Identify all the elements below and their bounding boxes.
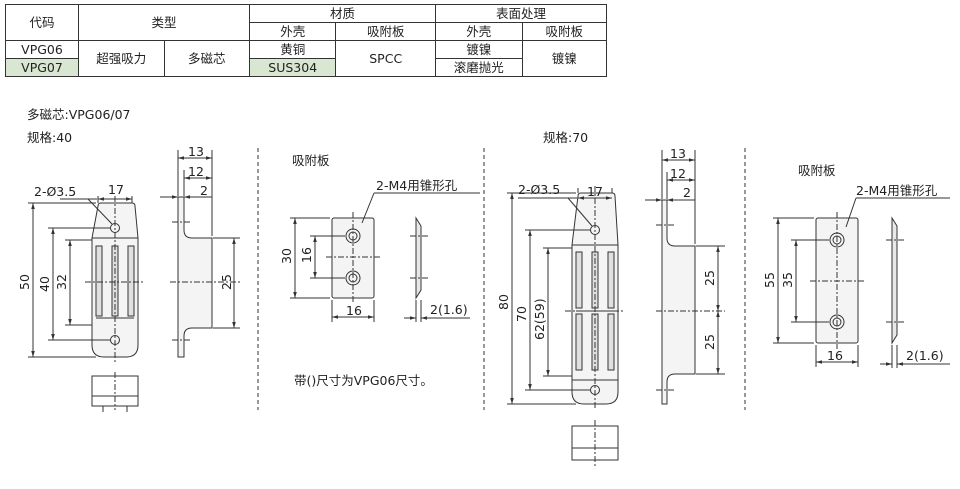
spec40-front-view [28, 196, 145, 412]
dim-r-2: 2 [683, 185, 691, 200]
dim-r-17: 17 [587, 184, 603, 199]
header-code: 代码 [5, 4, 79, 41]
type-multicore: 多磁芯 [163, 40, 250, 77]
plate2-label: 吸附板 [798, 163, 836, 178]
dim-r-13: 13 [670, 146, 686, 161]
plate2-front-view [773, 197, 950, 367]
spec70-side-view [645, 150, 725, 405]
spec40-side-view [160, 150, 240, 358]
dim-p1-16: 16 [299, 247, 314, 263]
spec-table: 代码 类型 材质 表面处理 外壳 吸附板 外壳 吸附板 VPG06 超强吸力 多… [5, 4, 607, 77]
multi-core-note: 多磁芯:VPG06/07 [27, 107, 131, 122]
header-type: 类型 [78, 4, 250, 41]
plate-material: SPCC [335, 40, 436, 77]
type-strong: 超强吸力 [78, 40, 165, 77]
dim-p1-w16: 16 [346, 303, 362, 318]
spec70-label: 规格:70 [543, 130, 589, 145]
plate1-side-view [404, 216, 470, 322]
dim-l-hole: 2-Ø3.5 [34, 184, 76, 199]
plate2-side-view [880, 216, 950, 368]
plate-finish: 镀镍 [521, 40, 607, 77]
dim-p2-35: 35 [780, 272, 795, 288]
dim-p1-tap: 2-M4用锥形孔 [376, 178, 458, 193]
dimension-labels: 13 12 2 2-Ø3.5 17 50 40 32 25 2-M4用锥形孔 3… [17, 144, 944, 363]
dim-r-25b: 25 [702, 334, 717, 350]
dim-r-12: 12 [670, 166, 686, 181]
dim-l-2: 2 [200, 183, 208, 198]
dim-l-40: 40 [37, 276, 52, 292]
dim-l-32: 32 [54, 274, 69, 290]
dim-p2-55: 55 [762, 272, 777, 288]
dim-l-50: 50 [17, 274, 32, 290]
dim-p2-tap: 2-M4用锥形孔 [856, 183, 938, 198]
dim-r-62: 62(59) [532, 298, 547, 340]
dim-p2-w16: 16 [827, 348, 843, 363]
dim-l-17: 17 [108, 182, 124, 197]
shell-finish-vpg07: 滚磨抛光 [435, 58, 523, 77]
dim-l-13: 13 [188, 144, 204, 159]
dim-r-70: 70 [514, 306, 529, 322]
dim-r-25a: 25 [702, 270, 717, 286]
code-vpg07: VPG07 [5, 58, 79, 77]
header-plate-finish: 吸附板 [521, 22, 607, 41]
header-shell-material: 外壳 [248, 22, 337, 41]
shell-material-vpg07: SUS304 [248, 58, 337, 77]
paren-note: 带()尺寸为VPG06尺寸。 [294, 373, 433, 388]
dim-p1-t: 2(1.6) [430, 302, 468, 317]
dim-l-25: 25 [219, 274, 234, 290]
spec70-front-view [507, 186, 625, 466]
plate1-label: 吸附板 [292, 153, 330, 168]
dim-r-hole: 2-Ø3.5 [518, 182, 560, 197]
dim-p2-t: 2(1.6) [906, 348, 944, 363]
spec40-label: 规格:40 [27, 130, 73, 145]
plate1-front-view [290, 192, 480, 322]
dim-r-80: 80 [496, 294, 511, 310]
dim-l-12: 12 [188, 164, 204, 179]
dim-p1-30: 30 [279, 248, 294, 264]
shell-material-vpg06: 黄铜 [248, 40, 337, 59]
